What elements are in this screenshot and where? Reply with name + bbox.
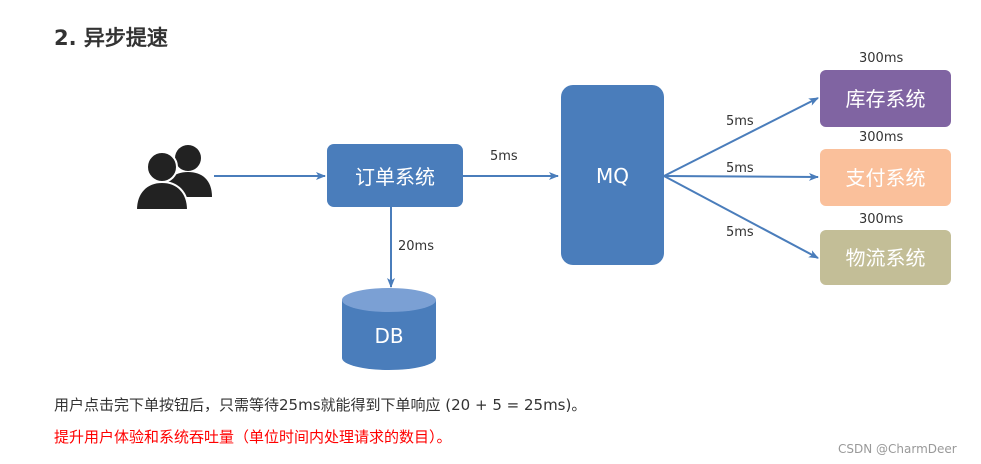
arrow-mq-to-payment bbox=[663, 172, 819, 181]
label-mq-to-payment: 5ms bbox=[726, 161, 754, 176]
payment-system-label: 支付系统 bbox=[846, 166, 926, 190]
timing-inventory: 300ms bbox=[859, 51, 903, 66]
label-order-to-mq: 5ms bbox=[490, 149, 518, 164]
payment-system-box bbox=[820, 149, 951, 206]
label-mq-to-logistics: 5ms bbox=[726, 225, 754, 240]
inventory-system-label: 库存系统 bbox=[846, 87, 926, 111]
caption-response-time: 用户点击完下单按钮后，只需等待25ms就能得到下单响应 (20 + 5 = 25… bbox=[54, 396, 587, 414]
logistics-system-box bbox=[820, 230, 951, 285]
users-icon bbox=[134, 145, 212, 211]
label-mq-to-inventory: 5ms bbox=[726, 114, 754, 129]
order-system-label: 订单系统 bbox=[355, 165, 435, 189]
caption-benefit: 提升用户体验和系统吞吐量（单位时间内处理请求的数目）。 bbox=[54, 428, 452, 446]
db-cylinder bbox=[342, 288, 436, 370]
db-label: DB bbox=[374, 324, 403, 348]
inventory-system-box bbox=[820, 70, 951, 127]
timing-logistics: 300ms bbox=[859, 212, 903, 227]
watermark: CSDN @CharmDeer bbox=[838, 442, 957, 456]
logistics-system-label: 物流系统 bbox=[846, 246, 926, 270]
mq-box bbox=[561, 85, 664, 265]
label-order-to-db: 20ms bbox=[398, 239, 434, 254]
timing-payment: 300ms bbox=[859, 130, 903, 145]
arrow-mq-to-logistics bbox=[663, 175, 819, 259]
order-system-box bbox=[327, 144, 463, 207]
mq-label: MQ bbox=[596, 164, 629, 188]
section-heading: 2. 异步提速 bbox=[54, 26, 168, 50]
arrow-mq-to-inventory bbox=[663, 97, 819, 177]
